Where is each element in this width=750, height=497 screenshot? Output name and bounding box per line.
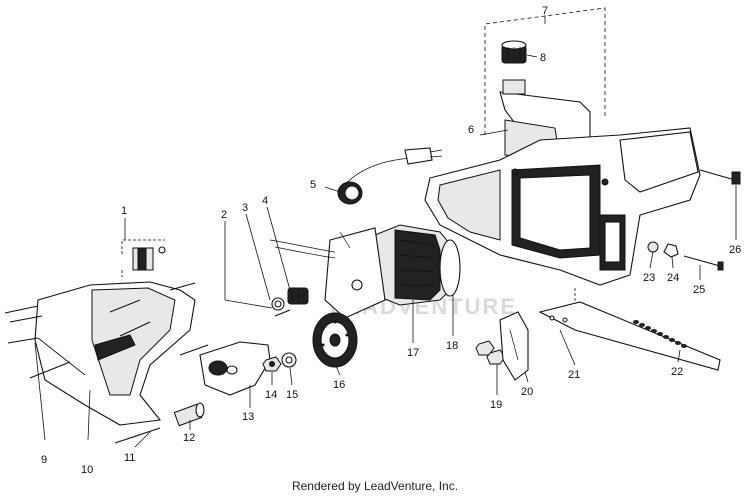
callout-1: 1 [121, 205, 127, 217]
part-12-spacer[interactable] [173, 402, 205, 427]
part-16-drive-gear[interactable] [312, 312, 358, 368]
part-13-plate[interactable] [199, 341, 271, 396]
callout-3: 3 [242, 202, 248, 214]
part-7-bracket [484, 7, 606, 135]
leader-lines [34, 54, 737, 448]
callout-10: 10 [81, 464, 93, 476]
callout-4: 4 [262, 195, 268, 207]
callout-22: 22 [671, 366, 683, 378]
part-8-oil-cap[interactable] [501, 40, 527, 64]
callout-17: 17 [407, 347, 419, 359]
callout-14: 14 [265, 389, 277, 401]
callout-5: 5 [310, 179, 316, 191]
part-1-switch[interactable] [121, 239, 166, 277]
callout-26: 26 [729, 244, 741, 256]
callout-25: 25 [693, 284, 705, 296]
callout-2: 2 [221, 209, 227, 221]
callout-16: 16 [333, 379, 345, 391]
part-5-power-cord[interactable] [337, 147, 443, 205]
callout-8: 8 [540, 52, 546, 64]
part-11-screw[interactable] [114, 427, 161, 444]
part-23-washer[interactable] [647, 241, 659, 253]
chain-link [657, 332, 663, 336]
part-20-tensioner-plate[interactable] [499, 311, 529, 381]
callout-19: 19 [490, 399, 502, 411]
callout-21: 21 [568, 369, 580, 381]
callout-9: 9 [41, 454, 47, 466]
part-22-saw-chain[interactable] [633, 320, 687, 348]
part-3-retaining-ring[interactable] [271, 297, 285, 311]
part-10-housing-cover[interactable] [34, 281, 196, 426]
callout-13: 13 [242, 411, 254, 423]
part-24-nut[interactable] [663, 243, 679, 258]
chain-link [645, 326, 651, 330]
callout-12: 12 [183, 432, 195, 444]
callout-24: 24 [667, 272, 679, 284]
part-18-main-housing[interactable] [424, 127, 701, 286]
callout-18: 18 [446, 340, 458, 352]
chain-link [651, 329, 657, 333]
chain-link [639, 323, 645, 327]
part-25-bolt[interactable] [683, 255, 724, 271]
callout-6: 6 [468, 124, 474, 136]
part-2-screw[interactable] [274, 309, 291, 317]
callout-labels: 1 2 3 4 5 6 7 8 9 10 11 12 13 14 15 16 1… [41, 5, 741, 476]
callout-15: 15 [286, 389, 298, 401]
chain-link [633, 320, 639, 324]
callout-23: 23 [643, 272, 655, 284]
callout-20: 20 [521, 386, 533, 398]
part-14-nut[interactable] [262, 356, 282, 372]
callout-11: 11 [124, 452, 135, 464]
part-19-nuts[interactable] [475, 340, 506, 365]
chain-link [675, 341, 681, 345]
part-17-motor[interactable] [269, 224, 461, 319]
footer-credit: Rendered by LeadVenture, Inc. [291, 479, 459, 493]
callout-7: 7 [542, 5, 548, 17]
chain-link [663, 335, 669, 339]
part-21-guide-bar[interactable] [538, 288, 721, 371]
part-4-spring-clutch[interactable] [287, 287, 309, 305]
part-26-bolt[interactable] [699, 169, 741, 185]
chain-link [681, 344, 687, 348]
part-9-screws[interactable] [4, 282, 209, 379]
chain-link [669, 338, 675, 342]
part-15-washer[interactable] [281, 352, 297, 368]
